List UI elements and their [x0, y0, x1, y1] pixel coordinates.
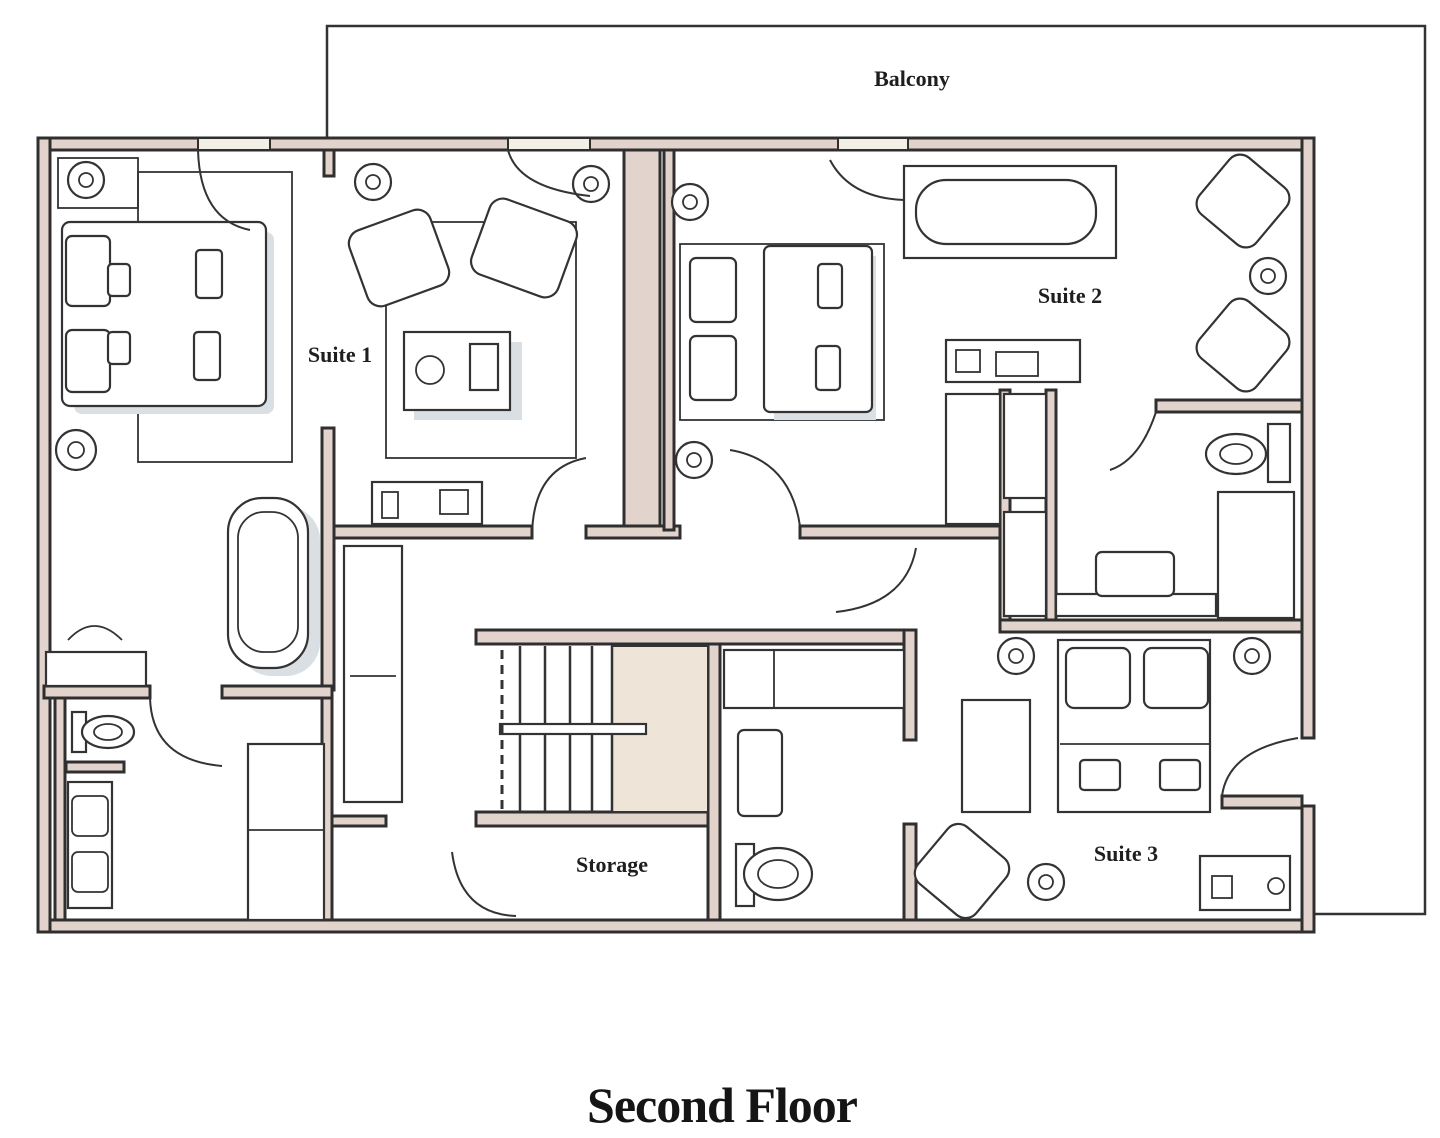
room-label-storage: Storage: [576, 852, 648, 877]
wardrobe-icon: [246, 544, 404, 922]
sink-icon: [44, 625, 148, 688]
balcony-area: [325, 24, 1427, 916]
armchair-icon: [913, 822, 1011, 920]
suite-1-furniture: [44, 157, 611, 922]
bathtub-icon: [902, 164, 1118, 260]
lamp-icon: [66, 160, 106, 200]
door-swing-icon: [149, 149, 1299, 917]
lamp-icon: [54, 162, 611, 472]
armchair-icon: [347, 197, 579, 308]
sink-icon: [66, 780, 114, 910]
bathtub-icon: [226, 496, 320, 676]
wardrobe-icon: [944, 392, 1048, 618]
room-label-balcony: Balcony: [874, 66, 950, 91]
bed-icon: [60, 220, 274, 414]
lamp-icon: [996, 636, 1272, 902]
page-title: Second Floor: [587, 1077, 858, 1133]
toilet-icon: [70, 710, 136, 754]
desk-icon: [1198, 854, 1292, 912]
stairs-icon: [498, 645, 709, 813]
suite-3-furniture: [913, 636, 1292, 920]
exterior-walls: [36, 136, 1316, 934]
lamp-icon: [670, 182, 1288, 480]
toilet-icon: [734, 842, 814, 908]
desk-icon: [370, 480, 484, 526]
suite-2-furniture: [670, 153, 1296, 620]
armchair-icon: [1195, 153, 1291, 393]
room-label-suite-3: Suite 3: [1094, 841, 1158, 866]
bed-icon: [679, 243, 885, 421]
desk-icon: [944, 338, 1082, 384]
desk-icon: [402, 330, 522, 420]
sink-icon: [1054, 550, 1218, 618]
hall-bathroom: [722, 648, 906, 908]
room-label-suite-2: Suite 2: [1038, 283, 1102, 308]
bed-icon: [1056, 638, 1212, 814]
toilet-icon: [1204, 422, 1292, 484]
room-label-suite-1: Suite 1: [308, 342, 372, 367]
